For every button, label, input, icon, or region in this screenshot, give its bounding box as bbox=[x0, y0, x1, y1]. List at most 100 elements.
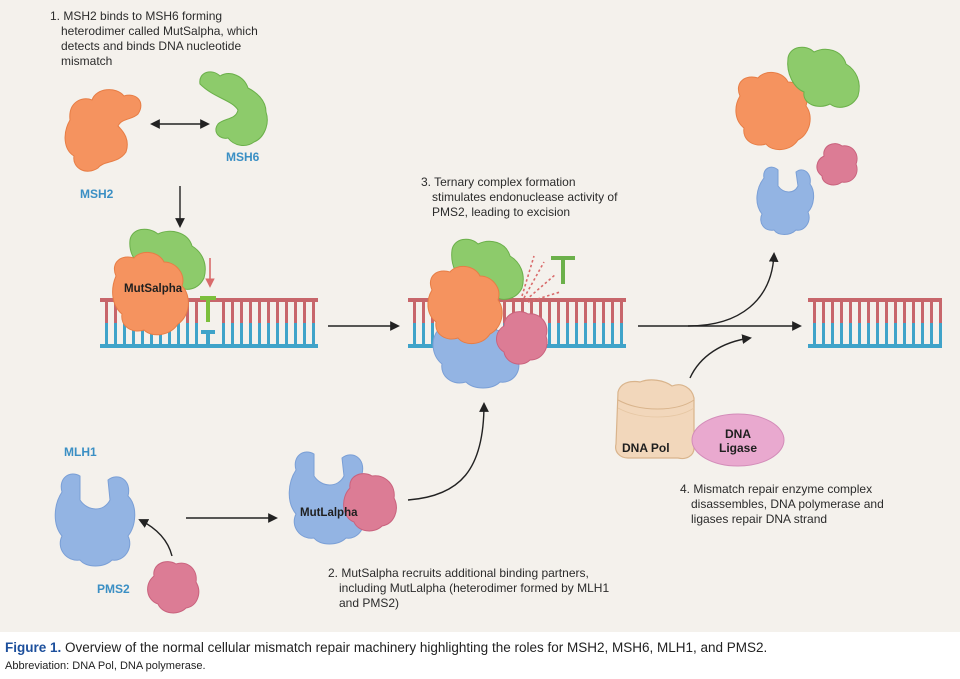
mutlalpha-label: MutLalpha bbox=[300, 507, 358, 519]
mismatch-partner bbox=[206, 334, 210, 344]
released-msh6 bbox=[787, 46, 860, 108]
step2-line: and PMS2) bbox=[339, 596, 400, 610]
dna-center-rung-top bbox=[584, 302, 587, 323]
dna-left-rung-bottom bbox=[141, 323, 144, 344]
step1-text: 1. MSH2 binds to MSH6 forming heterodime… bbox=[50, 9, 258, 69]
dna-center-rung-bottom bbox=[431, 323, 434, 344]
dna-left-rung-bottom bbox=[294, 323, 297, 344]
dna-center-rung-top bbox=[422, 302, 425, 323]
dna-repaired-rung-top bbox=[867, 302, 870, 323]
step3-line: PMS2, leading to excision bbox=[432, 205, 571, 219]
figure-caption-text: Overview of the normal cellular mismatch… bbox=[61, 640, 768, 655]
arrow-pol-curve bbox=[689, 334, 752, 379]
dna-ligase-label: DNA Ligase bbox=[714, 427, 762, 455]
diagram-canvas bbox=[54, 46, 942, 614]
dna-repaired-bottom-strand bbox=[808, 344, 942, 348]
step1-line: mismatch bbox=[61, 54, 113, 68]
dna-center-rung-bottom bbox=[413, 323, 416, 344]
dna-left-rung-bottom bbox=[285, 323, 288, 344]
dna-center-rung-top bbox=[566, 302, 569, 323]
dna-repaired-rung-bottom bbox=[840, 323, 843, 344]
dna-repaired-rung-top bbox=[894, 302, 897, 323]
dna-repaired-rung-bottom bbox=[894, 323, 897, 344]
dna-center-rung-bottom bbox=[620, 323, 623, 344]
dna-left-rung-bottom bbox=[312, 323, 315, 344]
dna-left-rung-top bbox=[312, 302, 315, 323]
dna-pol-protein bbox=[615, 379, 695, 460]
step1-line: heterodimer called MutSalpha, which bbox=[61, 24, 258, 38]
dna-center-rung-top bbox=[557, 302, 560, 323]
dna-left-rung-top bbox=[231, 302, 234, 323]
dna-left-rung-top bbox=[105, 302, 108, 323]
dna-center-top-strand bbox=[408, 298, 626, 302]
mismatch-base bbox=[206, 300, 210, 322]
dna-left-rung-bottom bbox=[177, 323, 180, 344]
arrows bbox=[138, 119, 802, 557]
dna-center-rung-top bbox=[593, 302, 596, 323]
dna-repaired-rung-top bbox=[939, 302, 942, 323]
dna-center-rung-top bbox=[530, 302, 533, 323]
pms2-label: PMS2 bbox=[97, 582, 130, 596]
dna-center-rung-top bbox=[602, 302, 605, 323]
msh6-label: MSH6 bbox=[226, 150, 260, 164]
mlh1-protein bbox=[54, 473, 136, 567]
dna-left-rung-bottom bbox=[240, 323, 243, 344]
dna-left-rung-top bbox=[222, 302, 225, 323]
step3-line: stimulates endonuclease activity of bbox=[432, 190, 618, 204]
dna-repaired-rung-top bbox=[813, 302, 816, 323]
dna-left-rung-top bbox=[249, 302, 252, 323]
dna-repaired-rung-bottom bbox=[822, 323, 825, 344]
dna-repaired-rung-bottom bbox=[930, 323, 933, 344]
dna-center-rung-bottom bbox=[593, 323, 596, 344]
dna-ligase-protein bbox=[691, 413, 785, 467]
mlh1-label: MLH1 bbox=[64, 445, 97, 459]
dna-repaired-rung-bottom bbox=[885, 323, 888, 344]
dna-left-rung-top bbox=[195, 302, 198, 323]
dna-center-rung-bottom bbox=[575, 323, 578, 344]
dna-repaired-rung-bottom bbox=[867, 323, 870, 344]
ternary-pms2 bbox=[496, 311, 548, 365]
dna-left-rung-bottom bbox=[303, 323, 306, 344]
dna-left-rung-bottom bbox=[123, 323, 126, 344]
dna-center-rung-top bbox=[539, 302, 542, 323]
dna-repaired-rung-bottom bbox=[903, 323, 906, 344]
dna-center-rung-bottom bbox=[422, 323, 425, 344]
figure-caption: Figure 1. Overview of the normal cellula… bbox=[5, 640, 767, 655]
dna-repaired-rung-bottom bbox=[849, 323, 852, 344]
cleavage-mark bbox=[551, 256, 575, 284]
dna-repaired-rung-top bbox=[903, 302, 906, 323]
step4-line: disassembles, DNA polymerase and bbox=[691, 497, 884, 511]
dna-left-rung-bottom bbox=[186, 323, 189, 344]
dna-left-rung-top bbox=[267, 302, 270, 323]
step4-text: 4. Mismatch repair enzyme complex disass… bbox=[680, 482, 884, 527]
dna-repaired-rung-bottom bbox=[858, 323, 861, 344]
dna-left-rung-bottom bbox=[276, 323, 279, 344]
dna-left-rung-bottom bbox=[105, 323, 108, 344]
arrow-disassemble bbox=[687, 252, 779, 327]
msh2-protein bbox=[64, 89, 142, 172]
dna-center-rung-bottom bbox=[548, 323, 551, 344]
dna-left-rung-top bbox=[294, 302, 297, 323]
step2-line: including MutLalpha (heterodimer formed … bbox=[339, 581, 610, 595]
dna-left-rung-bottom bbox=[132, 323, 135, 344]
step1-line: detects and binds DNA nucleotide bbox=[61, 39, 242, 53]
excision-dashes bbox=[521, 255, 561, 303]
mismatch-partner bbox=[201, 330, 215, 334]
dna-center-rung-top bbox=[620, 302, 623, 323]
dna-left-rung-bottom bbox=[114, 323, 117, 344]
dna-center-rung-bottom bbox=[602, 323, 605, 344]
step3-text: 3. Ternary complex formation stimulates … bbox=[421, 175, 617, 220]
dna-left-rung-top bbox=[303, 302, 306, 323]
dna-left-rung-top bbox=[276, 302, 279, 323]
released-pms2 bbox=[816, 143, 858, 186]
mismatch-base bbox=[200, 296, 216, 300]
dna-repaired-rung-top bbox=[822, 302, 825, 323]
dna-repaired-rung-bottom bbox=[813, 323, 816, 344]
released-mlh1 bbox=[756, 166, 815, 235]
dna-repaired-rung-bottom bbox=[831, 323, 834, 344]
arrow-mutlalpha-up bbox=[407, 402, 489, 501]
dna-left-rung-bottom bbox=[231, 323, 234, 344]
dna-ligase-label-line: DNA bbox=[725, 427, 751, 441]
dna-repaired-rung-top bbox=[858, 302, 861, 323]
dna-left-rung-bottom bbox=[258, 323, 261, 344]
